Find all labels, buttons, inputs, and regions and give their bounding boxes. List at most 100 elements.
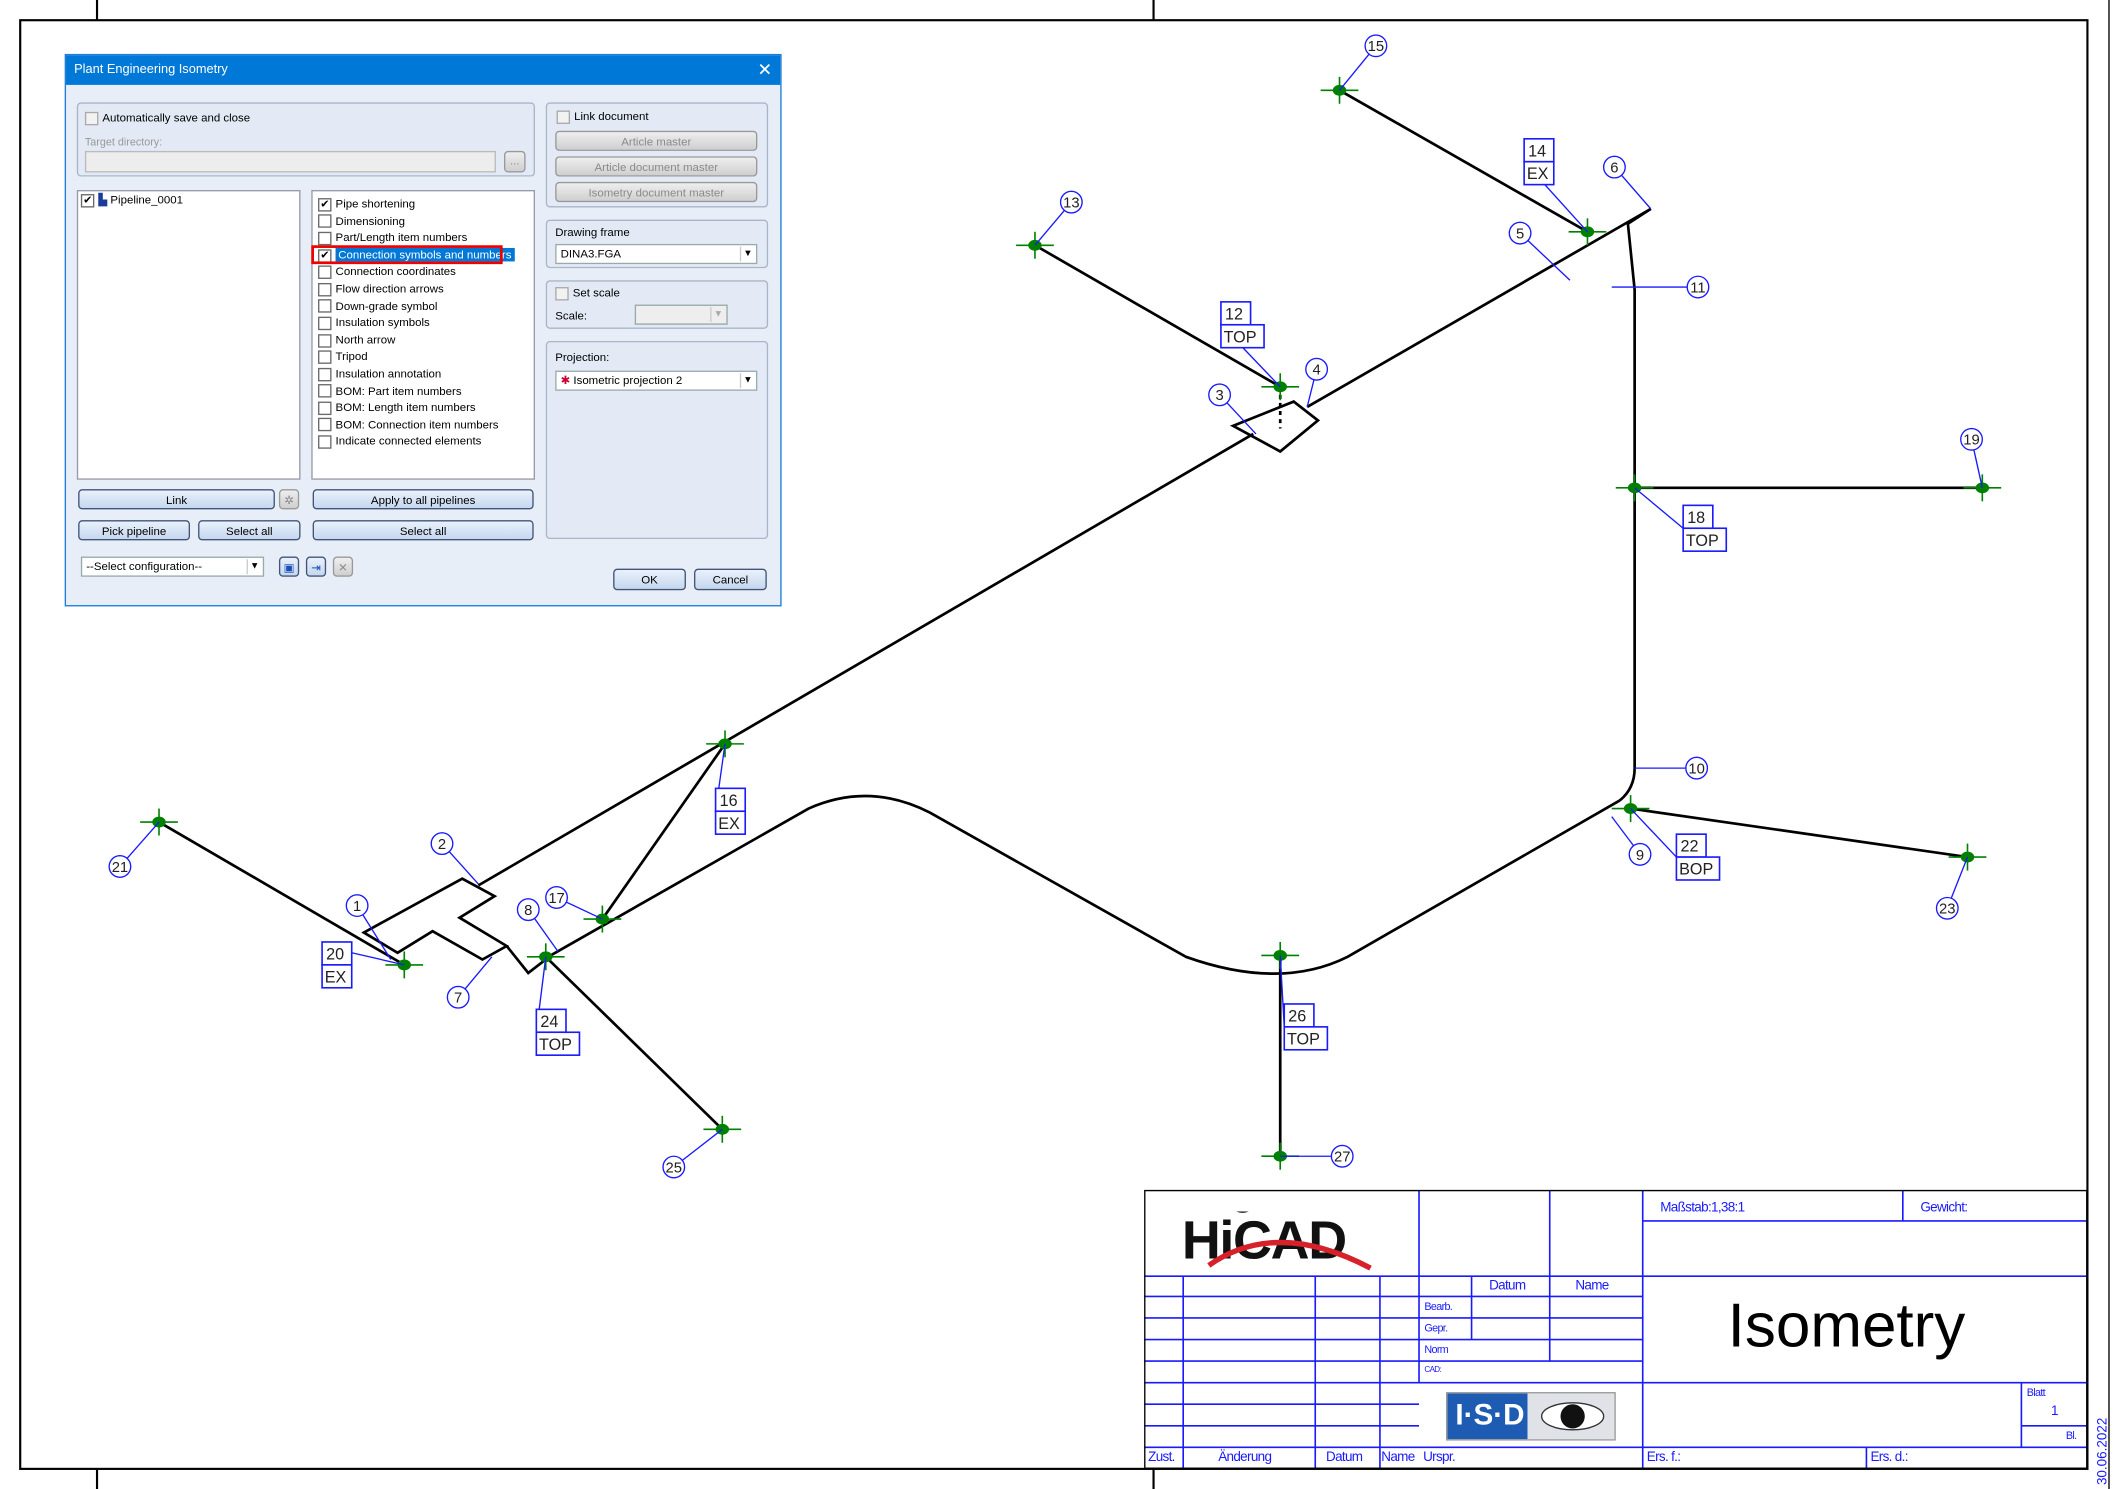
callout-circle — [662, 1155, 686, 1179]
pipeline-item[interactable]: ✔▙ Pipeline_0001 — [78, 191, 299, 208]
tag-type: TOP — [1224, 328, 1257, 346]
bearb-label: Bearb. — [1424, 1300, 1453, 1313]
isometry-document-master-button[interactable]: Isometry document master — [555, 181, 758, 203]
tag-number: 26 — [1288, 1007, 1306, 1025]
article-document-master-button[interactable]: Article document master — [555, 156, 758, 177]
auto-save-checkbox[interactable]: Automatically save and close — [84, 111, 250, 125]
tag-type-box — [714, 810, 747, 835]
configuration-select[interactable]: --Select configuration--▼ — [80, 556, 265, 577]
chevron-down-icon: ▼ — [739, 246, 755, 262]
callout-number: 19 — [1963, 433, 1979, 449]
callout-number: 3 — [1215, 388, 1223, 404]
option-dimensioning[interactable]: Dimensioning — [313, 212, 534, 229]
option-bom-length-item-numbers[interactable]: BOM: Length item numbers — [313, 399, 534, 416]
option-insulation-symbols[interactable]: Insulation symbols — [313, 314, 534, 331]
drawing-frame-select[interactable]: DINA3.FGA▼ — [555, 243, 758, 265]
connection-node — [1615, 474, 1654, 502]
title-block: HiCAD Maßstab:1,38:1 Gewicht: Datum Name… — [1144, 1189, 2088, 1469]
delete-config-icon[interactable]: ✕ — [332, 556, 354, 577]
option-north-arrow[interactable]: North arrow — [313, 331, 534, 348]
article-master-button[interactable]: Article master — [555, 130, 758, 151]
callout-circle — [1960, 427, 1983, 451]
pipe-segment — [1630, 807, 1968, 859]
close-icon[interactable]: ✕ — [757, 59, 773, 80]
tag-type-box — [1682, 527, 1728, 552]
pipe-segment — [601, 743, 727, 920]
apply-to-all-pipelines-button[interactable]: Apply to all pipelines — [312, 489, 534, 510]
option-part-length-item-numbers[interactable]: Part/Length item numbers — [313, 229, 534, 246]
tag-type-box — [1675, 856, 1721, 881]
connection-number-callout: 4 — [1305, 357, 1329, 408]
connection-labels: 1234567891011131517192123252712TOP14EX16… — [108, 34, 1983, 1179]
callout-number: 13 — [1063, 196, 1079, 212]
projection-select[interactable]: ✱ Isometric projection 2▼ — [555, 370, 758, 391]
callout-circle — [1686, 275, 1710, 299]
callout-number: 11 — [1690, 280, 1705, 296]
callout-circle — [345, 894, 369, 918]
pipeline-list[interactable]: ✔▙ Pipeline_0001 — [76, 190, 301, 480]
browse-button[interactable]: ... — [504, 150, 526, 173]
tag-type: EX — [325, 968, 347, 986]
cancel-button[interactable]: Cancel — [694, 568, 767, 591]
option-insulation-annotation[interactable]: Insulation annotation — [313, 365, 534, 382]
tag-type: BOP — [1679, 861, 1713, 879]
callout-circle — [1685, 756, 1709, 780]
unlink-icon[interactable]: ✲ — [278, 489, 300, 510]
tag-type-box — [1283, 1026, 1329, 1051]
callout-circle — [430, 832, 454, 856]
pipe-segment — [545, 794, 1621, 975]
tag-number: 18 — [1687, 509, 1705, 527]
hicad-swoosh-icon — [1207, 1211, 1372, 1271]
target-directory-input[interactable] — [84, 150, 496, 173]
tag-number: 24 — [540, 1013, 558, 1031]
connection-number-callout: 2 — [430, 832, 479, 885]
save-config-icon[interactable]: ▣ — [278, 556, 300, 577]
option-down-grade-symbol[interactable]: Down-grade symbol — [313, 297, 534, 314]
callout-circle — [1330, 1144, 1354, 1168]
callout-number: 15 — [1368, 39, 1384, 55]
callout-circle — [1628, 842, 1652, 866]
pipe-segment — [1229, 400, 1321, 454]
link-document-checkbox[interactable]: Link document — [556, 109, 649, 124]
set-scale-checkbox[interactable]: Set scale — [555, 286, 620, 301]
select-all-pipelines-button[interactable]: Select all — [198, 520, 301, 541]
checkbox-icon: ✔ — [80, 193, 95, 208]
ok-button[interactable]: OK — [613, 568, 686, 591]
connection-number-callout: 10 — [1634, 756, 1709, 780]
checkbox-icon — [318, 367, 332, 381]
checkbox-icon — [318, 265, 332, 280]
blatt-label: Blatt — [2026, 1386, 2046, 1399]
tag-type: TOP — [1287, 1030, 1320, 1048]
bl-label: Bl. — [2065, 1429, 2077, 1442]
option-connection-symbols-and-numbers[interactable]: ✔Connection symbols and numbers — [311, 245, 515, 265]
chevron-down-icon: ▼ — [246, 559, 262, 575]
projection-icon: ✱ — [560, 373, 571, 387]
connection-number-callout: 13 — [1034, 190, 1083, 246]
sheet-number: 1 — [2051, 1404, 2059, 1420]
pick-pipeline-button[interactable]: Pick pipeline — [78, 520, 191, 541]
cad-label: CAD: — [1424, 1366, 1442, 1375]
option-bom-connection-item-numbers[interactable]: BOM: Connection item numbers — [313, 416, 534, 433]
checkbox-icon — [318, 333, 332, 348]
dialog-titlebar[interactable]: Plant Engineering Isometry ✕ — [66, 55, 781, 85]
callout-number: 27 — [1334, 1150, 1350, 1166]
tag-type: TOP — [539, 1036, 572, 1054]
option-tripod[interactable]: Tripod — [313, 348, 534, 365]
scale-select[interactable]: ▼ — [634, 304, 728, 325]
checkbox-icon — [318, 384, 332, 398]
gepr-label: Gepr. — [1424, 1321, 1448, 1335]
select-all-options-button[interactable]: Select all — [312, 520, 534, 541]
ers-d-label: Ers. d.: — [1870, 1450, 1908, 1465]
option-pipe-shortening[interactable]: ✔Pipe shortening — [313, 195, 534, 212]
option-indicate-connected-elements[interactable]: Indicate connected elements — [313, 433, 534, 450]
option-flow-direction-arrows[interactable]: Flow direction arrows — [313, 280, 534, 297]
option-bom-part-item-numbers[interactable]: BOM: Part item numbers — [313, 382, 534, 399]
option-connection-coordinates[interactable]: Connection coordinates — [313, 263, 534, 280]
link-button[interactable]: Link — [78, 489, 275, 510]
load-config-icon[interactable]: ⇥ — [305, 556, 327, 577]
callout-number: 9 — [1636, 848, 1644, 864]
